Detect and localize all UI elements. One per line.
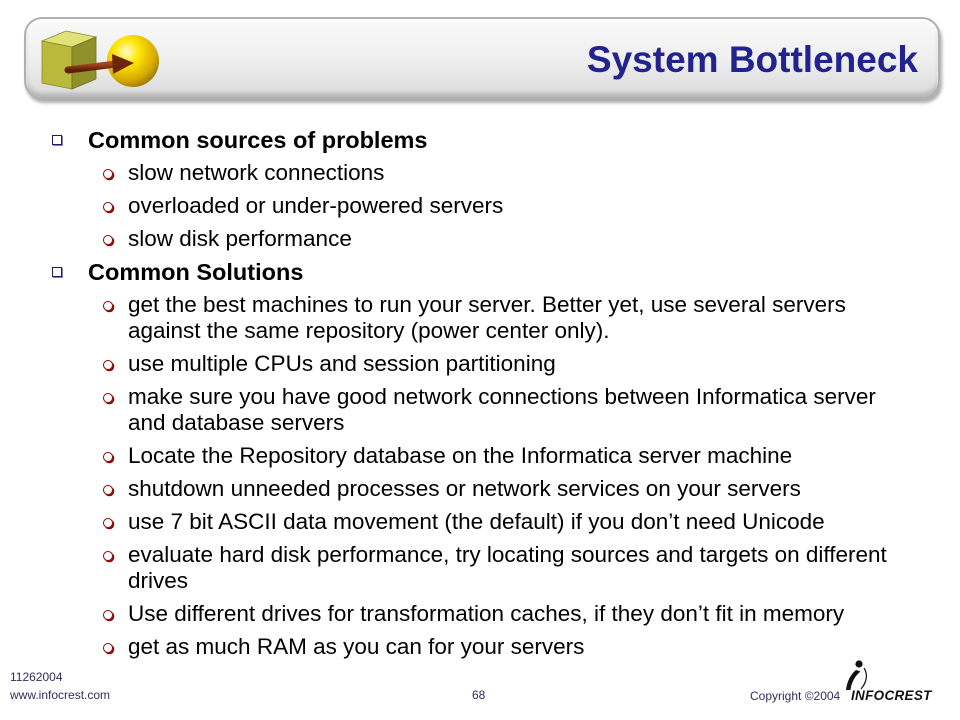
list-item-text: evaluate hard disk performance, try loca… xyxy=(128,542,887,593)
slide-title: System Bottleneck xyxy=(586,39,918,80)
copyright-notice: Copyright ©2004 xyxy=(750,689,841,703)
shadowed-circle-bullet-icon xyxy=(103,360,113,370)
shadowed-circle-bullet-icon xyxy=(103,393,113,403)
infocrest-swoosh-icon xyxy=(846,660,867,690)
cube-arrow-sphere-logo-icon xyxy=(40,30,159,90)
list-item-text: slow disk performance xyxy=(128,226,352,251)
hollow-square-bullet-icon xyxy=(52,135,62,145)
list-item: evaluate hard disk performance, try loca… xyxy=(0,542,906,594)
shadowed-circle-bullet-icon xyxy=(103,551,113,561)
list-item: use multiple CPUs and session partitioni… xyxy=(0,351,906,377)
list-item: Locate the Repository database on the In… xyxy=(0,443,906,469)
list-item-text: get the best machines to run your server… xyxy=(128,292,846,343)
list-item-text: get as much RAM as you can for your serv… xyxy=(128,634,585,659)
shadowed-circle-bullet-icon xyxy=(103,452,113,462)
company-logo-text: INFOCREST xyxy=(851,688,932,703)
shadowed-circle-bullet-icon xyxy=(103,169,113,179)
website-url: www.infocrest.com xyxy=(10,688,111,702)
list-item-text: Locate the Repository database on the In… xyxy=(128,443,793,468)
list-item-text: make sure you have good network connecti… xyxy=(128,384,876,435)
section-heading: Common Solutions xyxy=(0,259,960,285)
list-item: use 7 bit ASCII data movement (the defau… xyxy=(0,509,906,535)
list-item: get as much RAM as you can for your serv… xyxy=(0,634,906,660)
section-heading-text: Common sources of problems xyxy=(88,127,428,153)
section-heading: Common sources of problems xyxy=(0,127,960,153)
list-item-text: shutdown unneeded processes or network s… xyxy=(128,476,801,501)
arrow-icon xyxy=(64,54,134,74)
list-item-text: Use different drives for transformation … xyxy=(128,601,845,626)
list-item-text: slow network connections xyxy=(128,160,385,185)
title-bar xyxy=(24,17,940,99)
cube-icon xyxy=(40,30,98,90)
section-heading-text: Common Solutions xyxy=(88,259,304,285)
page-number: 68 xyxy=(472,688,486,702)
list-item: get the best machines to run your server… xyxy=(0,292,906,344)
list-item-text: use multiple CPUs and session partitioni… xyxy=(128,351,556,376)
list-item: slow network connections xyxy=(0,160,906,186)
hollow-square-bullet-icon xyxy=(52,267,62,277)
shadowed-circle-bullet-icon xyxy=(103,235,113,245)
date-code: 11262004 xyxy=(10,670,63,684)
shadowed-circle-bullet-icon xyxy=(103,485,113,495)
list-item-text: overloaded or under-powered servers xyxy=(128,193,504,218)
list-item: Use different drives for transformation … xyxy=(0,601,906,627)
list-item: overloaded or under-powered servers xyxy=(0,193,906,219)
shadowed-circle-bullet-icon xyxy=(103,202,113,212)
sphere-icon xyxy=(107,35,159,87)
list-item-text: use 7 bit ASCII data movement (the defau… xyxy=(128,509,825,534)
shadowed-circle-bullet-icon xyxy=(103,518,113,528)
shadowed-circle-bullet-icon xyxy=(103,643,113,653)
list-item: shutdown unneeded processes or network s… xyxy=(0,476,906,502)
bullet-list: Common sources of problems slow network … xyxy=(0,127,960,660)
list-item: slow disk performance xyxy=(0,226,906,252)
list-item: make sure you have good network connecti… xyxy=(0,384,906,436)
shadowed-circle-bullet-icon xyxy=(103,301,113,311)
shadowed-circle-bullet-icon xyxy=(103,610,113,620)
